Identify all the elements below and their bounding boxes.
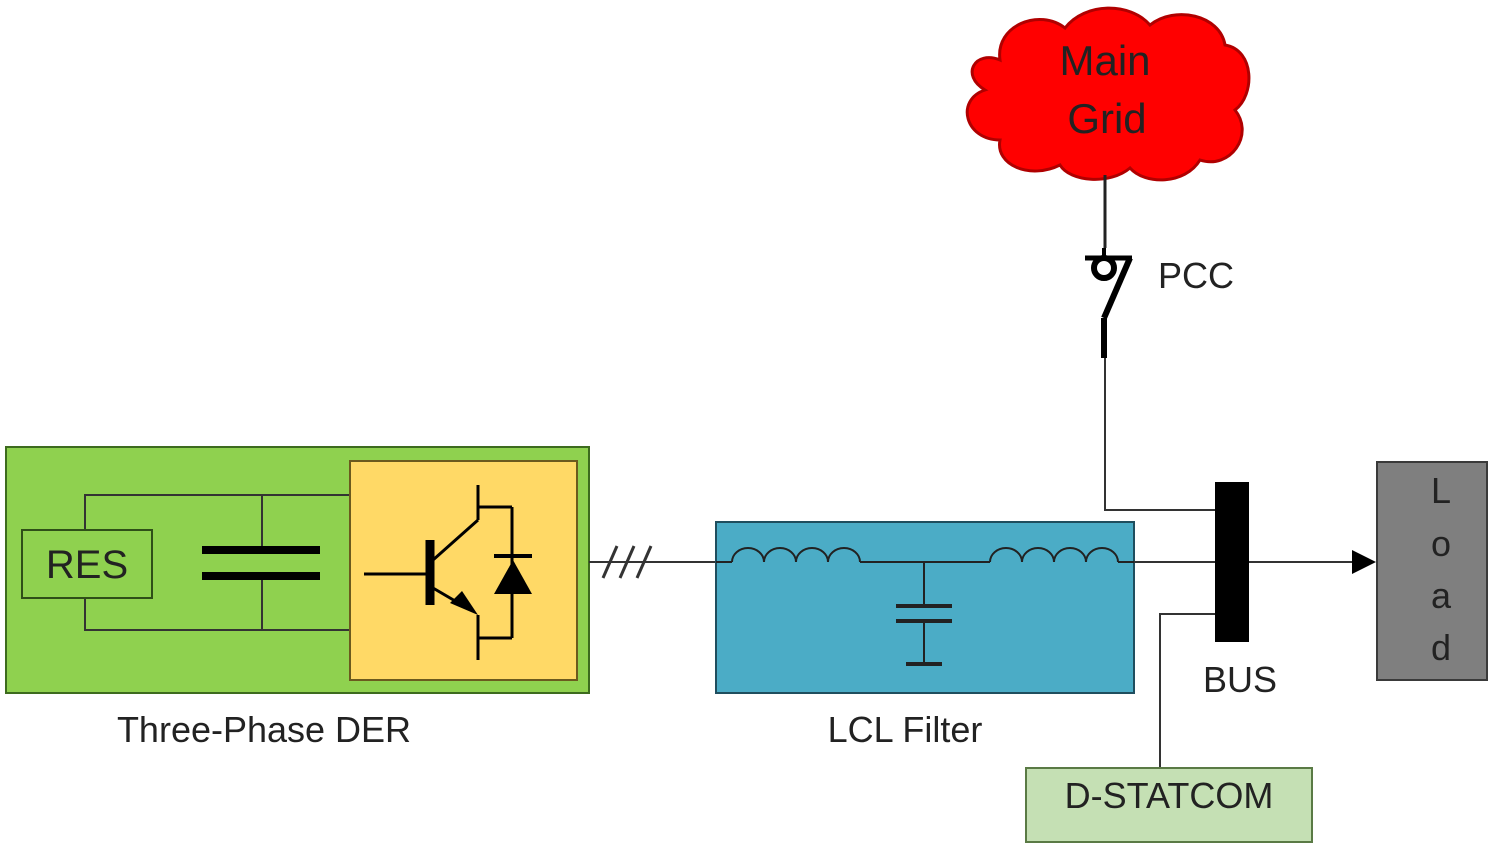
igbt-icon bbox=[364, 485, 532, 660]
bus-label: BUS bbox=[1203, 659, 1277, 700]
pcc-switch-icon bbox=[1085, 248, 1133, 358]
lcl-filter-label: LCL Filter bbox=[828, 709, 983, 750]
dstatcom-block: D-STATCOM bbox=[1025, 767, 1313, 843]
res-label: RES bbox=[46, 543, 128, 587]
arrow-head-icon bbox=[1352, 550, 1376, 574]
res-box bbox=[21, 529, 153, 599]
pcc-label: PCC bbox=[1158, 255, 1234, 296]
main-grid-label-line1: Main bbox=[1059, 37, 1150, 84]
pcc-to-bus-wire bbox=[1104, 358, 1215, 511]
dc-capacitor-icon bbox=[202, 546, 320, 580]
bus-bar bbox=[1215, 482, 1249, 642]
converter-block bbox=[349, 460, 578, 681]
bus-to-load-arrow bbox=[1249, 550, 1376, 574]
main-grid-label-line2: Grid bbox=[1067, 95, 1146, 142]
load-letter-1: L bbox=[1431, 470, 1451, 511]
lcl-filter-block bbox=[715, 521, 1135, 694]
emitter-arrow-icon bbox=[450, 591, 478, 615]
inductor-1-icon bbox=[716, 547, 861, 563]
load-letter-3: a bbox=[1431, 575, 1452, 616]
filter-internal-wire bbox=[860, 561, 990, 664]
three-phase-der-label: Three-Phase DER bbox=[117, 709, 411, 750]
bus-to-dstatcom-wire bbox=[1159, 613, 1215, 768]
load-letter-2: o bbox=[1431, 523, 1451, 564]
inductor-2-icon bbox=[989, 547, 1134, 563]
load-block: L o a d bbox=[1376, 461, 1488, 681]
three-phase-der-block: RES bbox=[5, 446, 590, 694]
three-phase-marker-icon bbox=[601, 545, 653, 579]
load-letter-4: d bbox=[1431, 627, 1451, 668]
dstatcom-label: D-STATCOM bbox=[1065, 775, 1274, 816]
diode-icon bbox=[494, 560, 532, 594]
dc-link-wires bbox=[84, 494, 350, 631]
three-phase-line bbox=[589, 545, 716, 579]
filter-capacitor-icon bbox=[896, 604, 952, 666]
main-grid-cloud: Main Grid bbox=[965, 6, 1251, 182]
